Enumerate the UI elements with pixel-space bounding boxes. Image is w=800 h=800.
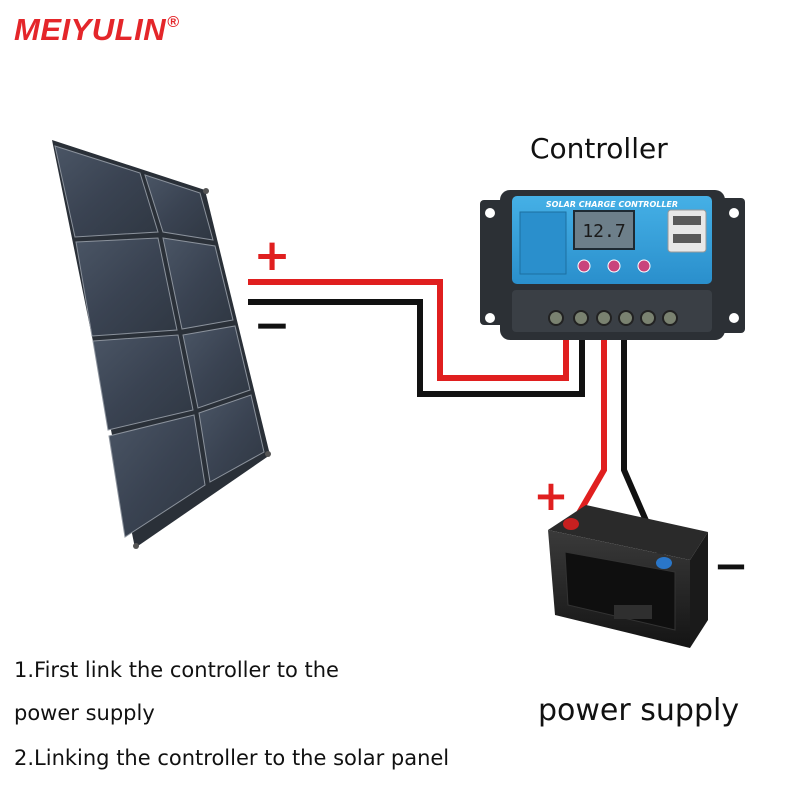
- panel-cell: [108, 414, 206, 538]
- positive-wire-battery: [572, 325, 607, 522]
- battery-positive-sign: +: [533, 471, 568, 520]
- car-battery-icon: [548, 505, 708, 648]
- battery-positive-terminal: [563, 518, 579, 530]
- brand-registered-mark: ®: [167, 14, 180, 31]
- button-menu: [577, 259, 591, 273]
- panel-cell: [162, 237, 234, 330]
- battery-negative-terminal: [656, 557, 672, 569]
- controller-display-value: 12.7: [582, 221, 625, 242]
- step-1-line-1: 1.First link the controller to the: [14, 658, 339, 682]
- step-1-line-2: power supply: [14, 701, 155, 725]
- charge-controller-icon: SOLAR CHARGE CONTROLLER 12.7: [480, 190, 745, 340]
- step-2: 2.Linking the controller to the solar pa…: [14, 746, 450, 770]
- controller-heading: Controller: [530, 132, 668, 165]
- panel-cell: [198, 394, 265, 483]
- panel-cell: [54, 145, 159, 238]
- terminal-block: [548, 310, 678, 326]
- panel-positive-sign: +: [254, 230, 291, 281]
- panel-negative-sign: −: [254, 300, 291, 351]
- button-up: [637, 259, 651, 273]
- panel-cell: [75, 237, 178, 337]
- controller-panel-label: SOLAR CHARGE CONTROLLER: [546, 200, 678, 209]
- panel-wires: [248, 279, 585, 397]
- button-down: [607, 259, 621, 273]
- panel-cell: [182, 325, 251, 409]
- panel-cell: [92, 334, 194, 431]
- solar-panel-icon: [52, 140, 271, 549]
- battery-negative-sign: −: [713, 541, 748, 590]
- panel-cell: [144, 174, 214, 241]
- negative-wire-panel: [248, 299, 585, 397]
- brand-logo: MEIYULIN®: [14, 12, 179, 48]
- power-supply-heading: power supply: [538, 693, 740, 728]
- brand-name: MEIYULIN: [14, 12, 167, 47]
- positive-wire-panel: [248, 279, 569, 381]
